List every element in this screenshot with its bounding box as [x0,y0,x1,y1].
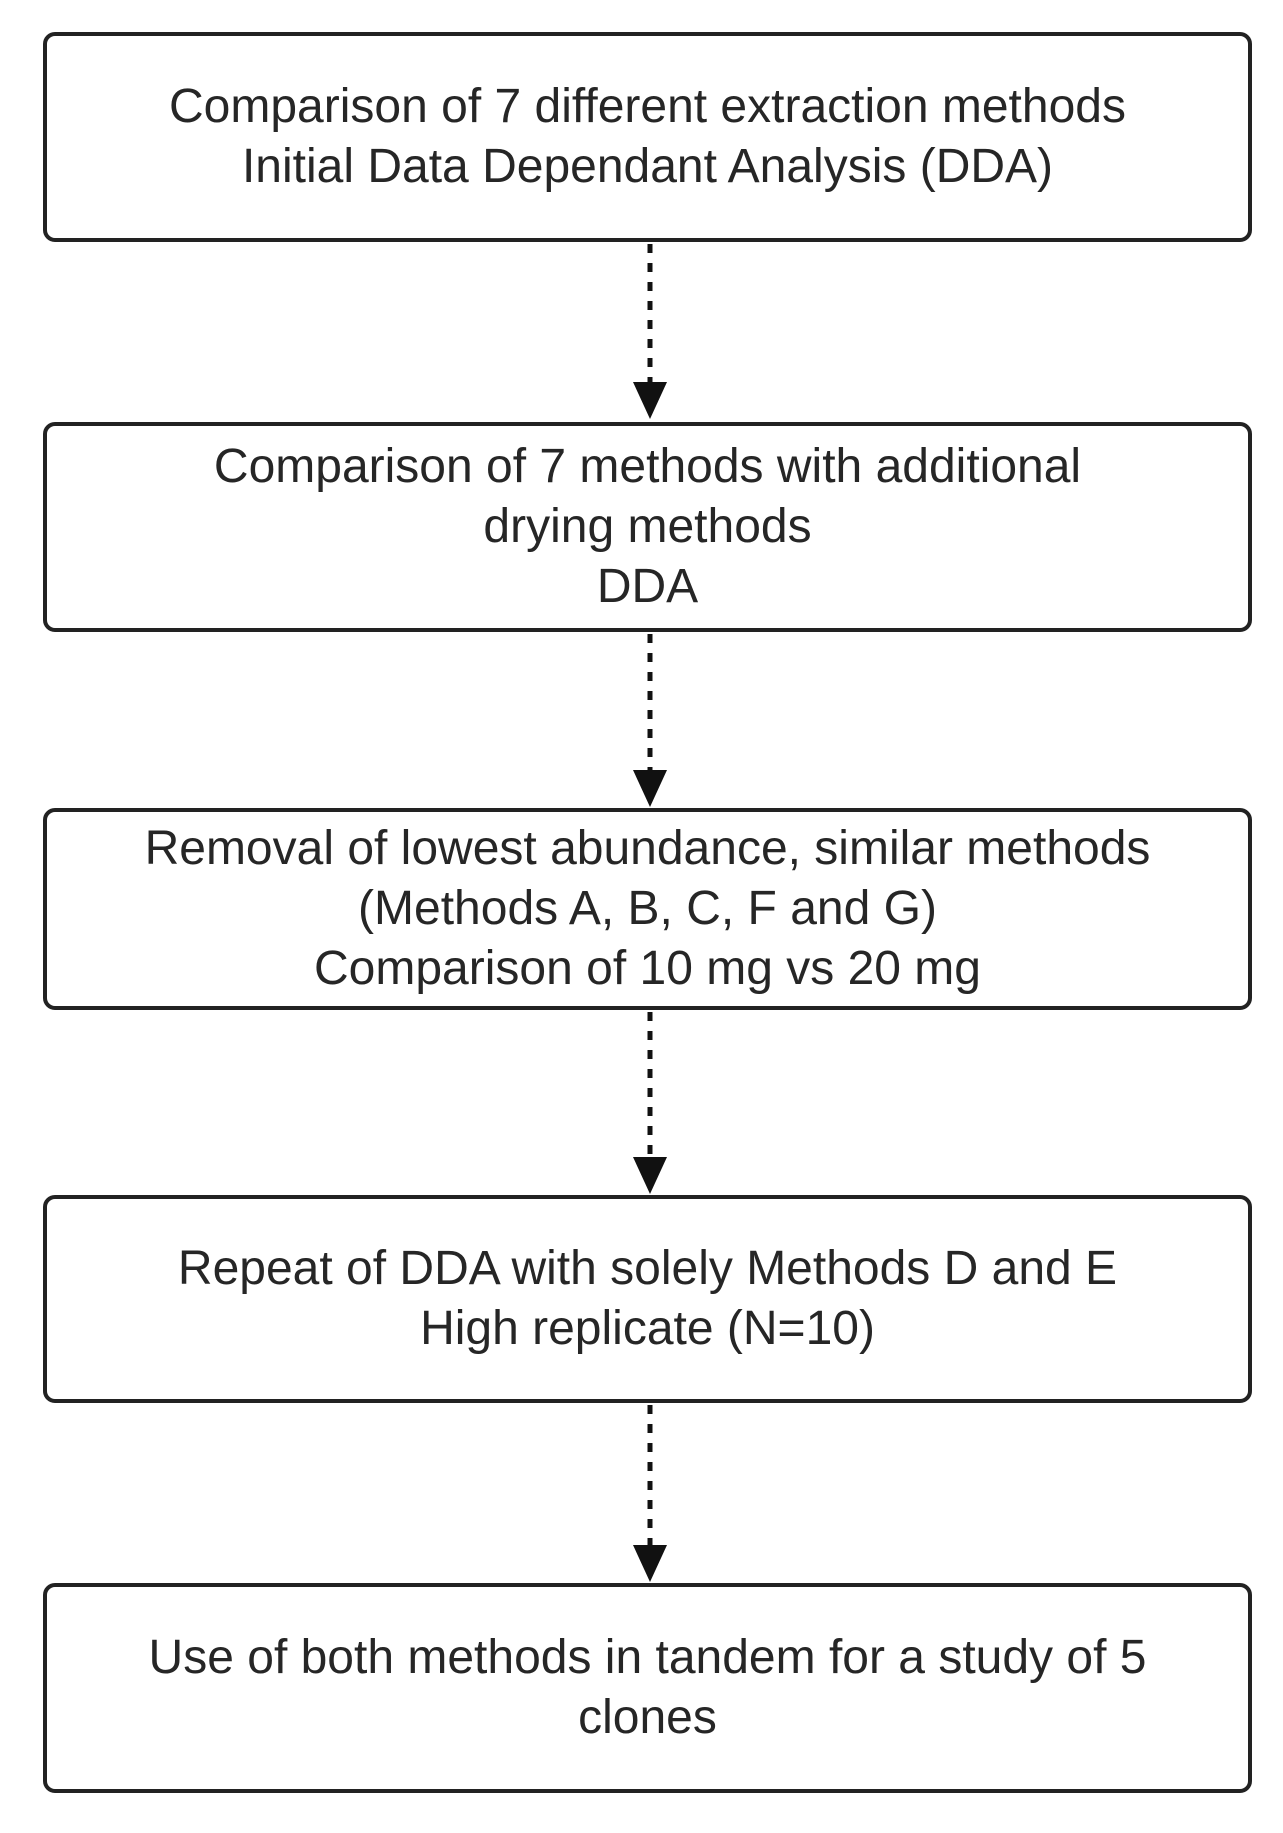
flow-step-4-line-1: Repeat of DDA with solely Methods D and … [177,1242,1118,1295]
arrow-head-icon [633,382,667,419]
arrow-head-icon [633,1157,667,1194]
flow-step-3-line-3: Comparison of 10 mg vs 20 mg [314,942,981,995]
flow-step-1-line-1: Comparison of 7 different extraction met… [169,80,1126,133]
flow-step-1-line-2: Initial Data Dependant Analysis (DDA) [241,140,1054,193]
down-arrow-connector-1 [633,244,667,419]
flow-step-5-line-1: Use of both methods in tandem for a stud… [148,1631,1147,1684]
flow-step-5-line-2: clones [578,1691,717,1744]
arrow-head-icon [633,1545,667,1582]
arrow-head-icon [633,770,667,807]
down-arrow-connector-4 [633,1405,667,1582]
flow-step-2-line-2: drying methods [483,500,812,553]
flow-step-2-line-3: DDA [596,560,699,613]
flow-step-3-line-1: Removal of lowest abundance, similar met… [144,822,1151,875]
flow-step-1: Comparison of 7 different extraction met… [43,32,1252,242]
down-arrow-connector-3 [633,1012,667,1194]
flow-step-3: Removal of lowest abundance, similar met… [43,808,1252,1010]
flow-step-2: Comparison of 7 methods with additional … [43,422,1252,632]
flow-step-5: Use of both methods in tandem for a stud… [43,1583,1252,1793]
flow-step-2-line-1: Comparison of 7 methods with additional [213,440,1082,493]
down-arrow-connector-2 [633,634,667,807]
flow-step-4: Repeat of DDA with solely Methods D and … [43,1195,1252,1403]
flow-step-4-line-2: High replicate (N=10) [420,1302,875,1355]
flow-step-3-line-2: (Methods A, B, C, F and G) [358,882,937,935]
